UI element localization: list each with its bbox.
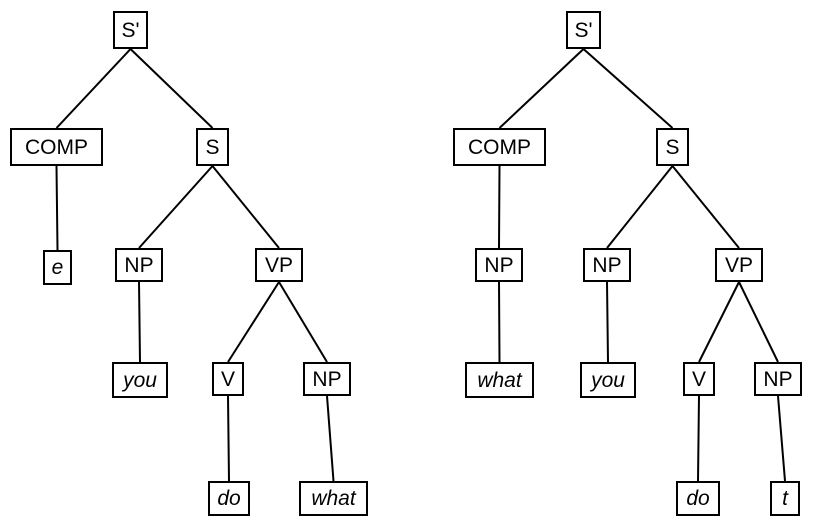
tree-edge bbox=[738, 281, 779, 363]
tree-node-np-l-np1: NP bbox=[115, 248, 163, 282]
tree-edge bbox=[498, 281, 501, 363]
tree-edge bbox=[671, 165, 740, 249]
tree-node-np-r-np2: NP bbox=[754, 362, 802, 396]
tree-edge bbox=[326, 395, 335, 482]
tree-node-s-l-sbar: S' bbox=[113, 11, 148, 49]
tree-edge bbox=[138, 281, 141, 363]
tree-node-np-r-np1: NP bbox=[583, 248, 631, 282]
tree-edge bbox=[55, 48, 132, 129]
tree-node-np-l-np2: NP bbox=[303, 362, 351, 396]
tree-edge bbox=[697, 395, 700, 482]
tree-node-v-l-v: V bbox=[212, 362, 244, 396]
tree-edge bbox=[582, 48, 674, 129]
tree-node-s-r-s: S bbox=[656, 128, 689, 166]
tree-edge bbox=[227, 395, 230, 482]
tree-edge bbox=[698, 281, 740, 363]
tree-edge bbox=[606, 165, 674, 249]
tree-edge bbox=[278, 281, 328, 363]
tree-edge bbox=[606, 281, 609, 363]
tree-node-v-r-v: V bbox=[683, 362, 715, 396]
tree-edge bbox=[498, 48, 585, 129]
tree-edge bbox=[227, 281, 280, 363]
tree-node-np-r-np0: NP bbox=[475, 248, 523, 282]
tree-edge bbox=[129, 48, 214, 129]
tree-edge bbox=[55, 165, 59, 251]
tree-node-s-l-s: S bbox=[196, 128, 229, 166]
tree-node-vp-r-vp: VP bbox=[715, 248, 763, 282]
tree-edge bbox=[138, 165, 214, 249]
tree-edge bbox=[777, 395, 786, 482]
tree-node-you-l-you: you bbox=[112, 362, 168, 398]
tree-node-comp-r-comp: COMP bbox=[453, 128, 546, 166]
tree-node-e-l-e: e bbox=[43, 250, 72, 285]
tree-edge bbox=[211, 165, 280, 249]
tree-node-vp-l-vp: VP bbox=[255, 248, 303, 282]
tree-node-do-r-do: do bbox=[676, 481, 720, 516]
tree-node-what-l-what: what bbox=[299, 481, 368, 516]
tree-node-comp-l-comp: COMP bbox=[10, 128, 103, 166]
tree-edge bbox=[498, 165, 501, 249]
tree-node-do-l-do: do bbox=[208, 481, 250, 516]
tree-node-you-r-you: you bbox=[580, 362, 636, 398]
tree-node-t-r-t: t bbox=[770, 481, 800, 516]
tree-node-what-r-what: what bbox=[465, 362, 534, 398]
tree-node-s-r-sbar: S' bbox=[566, 11, 601, 49]
